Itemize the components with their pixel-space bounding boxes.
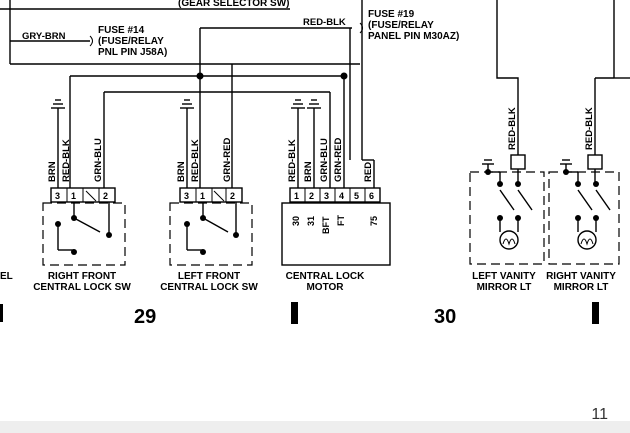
fuse19-line3: PANEL PIN M30AZ) xyxy=(368,31,459,42)
rf-wire-red-blk: RED-BLK xyxy=(61,139,72,182)
motor-pin-5: 5 xyxy=(354,191,359,201)
motor-label-line1: CENTRAL LOCK xyxy=(286,271,365,282)
right-front-switch: 3 1 2 xyxy=(42,99,126,266)
left-vanity-mirror-light xyxy=(469,44,545,265)
rf-label-line1: RIGHT FRONT xyxy=(48,271,116,282)
grid-bar-left xyxy=(0,304,3,322)
fuse14-line1: FUSE #14 xyxy=(98,25,145,36)
motor-terminal-31: 31 xyxy=(306,216,316,226)
right-vanity-mirror-light xyxy=(548,77,620,265)
motor-wire-grn-blu: GRN-BLU xyxy=(319,138,330,182)
motor-label-line2: MOTOR xyxy=(306,282,344,293)
rf-wire-brn: BRN xyxy=(47,161,58,182)
motor-pin-4: 4 xyxy=(339,191,344,201)
rf-pin-2: 1 xyxy=(71,191,76,201)
left-front-switch: 3 1 2 xyxy=(169,99,253,266)
fuse19-line2: (FUSE/RELAY xyxy=(368,20,434,31)
rf-pin-1: 3 xyxy=(55,191,60,201)
lf-wire-red-blk: RED-BLK xyxy=(190,139,201,182)
lv-label-line2: MIRROR LT xyxy=(477,282,532,293)
fuse14-symbol xyxy=(89,35,93,47)
lf-wire-grn-red: GRN-RED xyxy=(222,138,233,182)
wire-label-red-blk-top: RED-BLK xyxy=(303,17,346,28)
grid-bar-center xyxy=(291,302,298,324)
motor-pin-2: 2 xyxy=(309,191,314,201)
lf-label-line2: CENTRAL LOCK SW xyxy=(160,282,258,293)
grid-bar-right xyxy=(592,302,599,324)
fuse14-line2: (FUSE/RELAY xyxy=(98,36,164,47)
motor-pin-3: 3 xyxy=(324,191,329,201)
lf-pin-2: 1 xyxy=(200,191,205,201)
lf-label-line1: LEFT FRONT xyxy=(178,271,240,282)
lv-wire-red-blk: RED-BLK xyxy=(507,107,518,150)
gear-selector-label: (GEAR SELECTOR SW) xyxy=(178,0,289,9)
grid-number-29: 29 xyxy=(134,306,156,328)
lf-pin-3: 2 xyxy=(230,191,235,201)
motor-wire-brn: BRN xyxy=(303,161,314,182)
fuse14-line3: PNL PIN J58A) xyxy=(98,47,167,58)
motor-terminal-75: 75 xyxy=(369,216,379,226)
motor-pin-1: 1 xyxy=(294,191,299,201)
lv-label-line1: LEFT VANITY xyxy=(472,271,536,282)
wire-label-gry-brn: GRY-BRN xyxy=(22,31,66,42)
lf-wire-brn: BRN xyxy=(176,161,187,182)
motor-pin-6: 6 xyxy=(369,191,374,201)
lf-pin-1: 3 xyxy=(184,191,189,201)
fuse19-line1: FUSE #19 xyxy=(368,9,415,20)
rf-label-line2: CENTRAL LOCK SW xyxy=(33,282,131,293)
page-number: 11 xyxy=(591,406,608,423)
fuse19-symbol xyxy=(359,22,363,34)
grid-number-30: 30 xyxy=(434,306,456,328)
motor-wire-red: RED xyxy=(363,162,374,182)
partial-left-label: EL xyxy=(0,271,13,282)
rf-pin-3: 2 xyxy=(103,191,108,201)
motor-wire-red-blk: RED-BLK xyxy=(287,139,298,182)
page-footer-bar xyxy=(0,421,630,433)
rv-label-line2: MIRROR LT xyxy=(554,282,609,293)
rv-label-line1: RIGHT VANITY xyxy=(546,271,616,282)
rv-wire-red-blk: RED-BLK xyxy=(584,107,595,150)
motor-terminal-bft: BFT xyxy=(321,216,331,234)
rf-wire-grn-blu: GRN-BLU xyxy=(93,138,104,182)
motor-terminal-ft: FT xyxy=(336,215,346,226)
motor-wire-grn-red: GRN-RED xyxy=(333,138,344,182)
motor-terminal-30: 30 xyxy=(291,216,301,226)
central-lock-motor: 1 2 3 4 5 6 xyxy=(281,99,391,266)
